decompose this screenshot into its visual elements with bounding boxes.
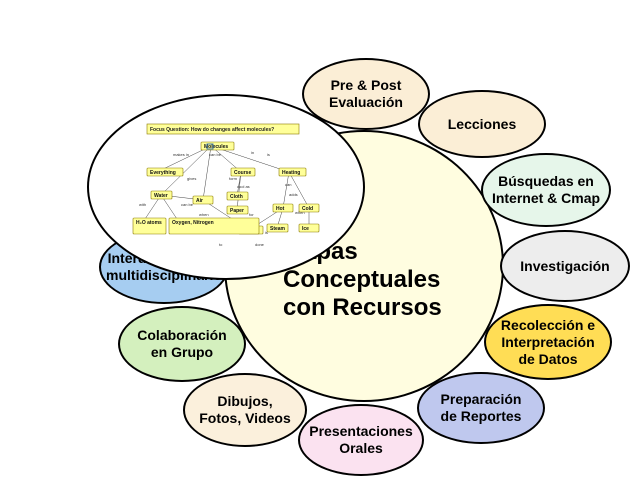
focus-question-text: Focus Question: How do changes affect mo… — [150, 127, 274, 133]
inset-concept-12: Steam — [270, 226, 286, 232]
node-presentaciones[interactable]: Presentaciones Orales — [298, 404, 424, 476]
inset-link-label-17: cool as — [237, 184, 250, 189]
inset-link-label-1: can be — [209, 152, 222, 157]
inset-concept-14: Oxygen, Nitrogen — [172, 220, 214, 226]
inset-link-0 — [156, 145, 212, 173]
inset-graph: Focus Question: How do changes affect mo… — [132, 123, 320, 247]
inset-link-label-12: gives — [187, 176, 196, 181]
inset-concept-9: Cold — [302, 206, 313, 212]
inset-concept-box-7 — [278, 167, 307, 177]
inset-concept-1: Everything — [150, 170, 176, 176]
inset-link-2 — [202, 145, 212, 201]
inset-link-8 — [288, 171, 310, 209]
inset-link-label-9: is — [265, 230, 268, 235]
inset-link-7 — [282, 171, 290, 209]
inset-concept-box-6 — [226, 205, 249, 215]
inset-link-label-0: makes in — [173, 152, 189, 157]
inset-link-label-11: with — [139, 202, 146, 207]
inset-concept-2: Water — [154, 193, 168, 199]
inset-link-12 — [142, 194, 162, 223]
inset-concept-7: Heating — [282, 170, 300, 176]
inset-frame-marker — [206, 143, 214, 150]
node-dibujos[interactable]: Dibujos, Fotos, Videos — [183, 373, 307, 447]
inset-concept-box-14 — [168, 217, 260, 235]
inset-link-label-13: adds — [289, 192, 298, 197]
inset-concept-box-9 — [298, 203, 320, 213]
inset-link-label-3: is — [267, 152, 270, 157]
inset-concept-box-12 — [266, 223, 289, 233]
inset-concept-box-2 — [150, 190, 173, 200]
inset-link-1 — [160, 145, 212, 196]
node-investigacion[interactable]: Investigación — [500, 230, 630, 302]
inset-link-label-5: form — [229, 176, 238, 181]
inset-concept-box-1 — [146, 167, 184, 177]
inset-link-label-15: to — [219, 242, 223, 247]
inset-link-5 — [236, 171, 242, 211]
inset-link-label-6: can — [285, 182, 291, 187]
focus-question-box — [146, 123, 300, 135]
inset-concept-10: Ice — [302, 226, 309, 232]
inset-concept-box-8 — [272, 203, 294, 213]
inset-link-label-4: can be — [181, 202, 194, 207]
inset-link-13 — [160, 194, 180, 223]
inset-concept-map-drawing: Focus Question: How do changes affect mo… — [132, 123, 320, 247]
inset-concept-box-4 — [230, 167, 256, 177]
node-pre-post-evaluacion[interactable]: Pre & Post Evaluación — [302, 58, 430, 130]
node-busquedas[interactable]: Búsquedas en Internet & Cmap — [481, 153, 611, 227]
inset-concept-6: Paper — [230, 208, 244, 214]
inset-concept-box-5 — [226, 191, 249, 201]
inset-link-label-7: when — [295, 210, 305, 215]
inset-link-label-8: for — [249, 212, 254, 217]
node-lecciones[interactable]: Lecciones — [418, 90, 546, 158]
inset-concept-box-10 — [298, 223, 320, 233]
inset-concept-0: Molecules — [204, 144, 228, 150]
inset-concept-13: H₂O atoms — [136, 220, 162, 226]
inset-concept-3: Air — [196, 198, 203, 204]
node-colaboracion[interactable]: Colaboración en Grupo — [118, 306, 246, 382]
inset-link-label-2: in — [251, 150, 254, 155]
inset-concept-box-3 — [192, 195, 214, 205]
inset-concept-8: Hot — [276, 206, 285, 212]
inset-link-label-16: done — [255, 242, 265, 247]
node-preparacion[interactable]: Preparación de Reportes — [417, 372, 545, 444]
inset-link-3 — [210, 145, 242, 173]
inset-concept-box-13 — [132, 217, 167, 235]
inset-link-6 — [210, 145, 290, 173]
node-recoleccion[interactable]: Recolección e Interpretación de Datos — [484, 304, 612, 380]
inset-concept-5: Cloth — [230, 194, 243, 200]
inset-link-label-10: when — [199, 212, 209, 217]
inset-concept-4: Course — [234, 170, 251, 176]
inset-concept-map[interactable]: Focus Question: How do changes affect mo… — [87, 94, 365, 280]
